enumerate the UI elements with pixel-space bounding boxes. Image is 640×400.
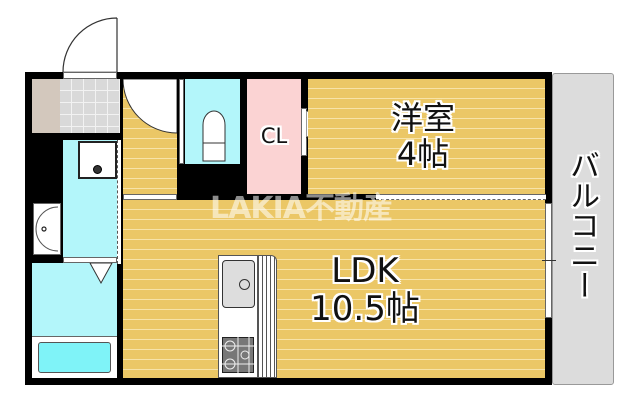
western-room-size: 4帖 bbox=[396, 135, 450, 173]
balcony-label: バルコニー bbox=[564, 150, 599, 300]
toilet-icon bbox=[202, 110, 226, 162]
hallway-partition[interactable] bbox=[123, 194, 177, 200]
western-room bbox=[308, 79, 545, 194]
window-mullion bbox=[542, 260, 556, 261]
bathroom-door-arrow-icon bbox=[89, 263, 113, 285]
gas-stove-icon bbox=[222, 337, 254, 373]
washing-machine-drain-icon bbox=[93, 165, 102, 174]
entrance-door-opening[interactable] bbox=[63, 72, 117, 79]
bathtub bbox=[38, 342, 111, 373]
shoe-box bbox=[32, 79, 60, 133]
sink-drain-icon bbox=[239, 279, 250, 290]
entrance-tile bbox=[60, 79, 120, 133]
toilet-door-strip[interactable] bbox=[179, 79, 184, 164]
kitchen-backsplash bbox=[258, 255, 277, 378]
washroom-door-strip[interactable] bbox=[117, 140, 121, 264]
ldk-name: LDK bbox=[331, 251, 399, 291]
western-room-name: 洋室 bbox=[390, 99, 455, 137]
balcony bbox=[552, 73, 614, 385]
ldk-room bbox=[123, 200, 545, 378]
sliding-partition[interactable] bbox=[376, 194, 546, 200]
closet-label: CL bbox=[260, 124, 288, 148]
ldk-size: 10.5帖 bbox=[310, 289, 420, 329]
watermark: LAKIA不動産 bbox=[210, 191, 393, 226]
vanity-sink bbox=[33, 203, 61, 255]
entrance-door-icon bbox=[62, 17, 118, 74]
closet bbox=[247, 79, 301, 194]
vanity-basin-icon bbox=[35, 206, 59, 252]
hallway-door-swing-icon bbox=[123, 79, 177, 134]
